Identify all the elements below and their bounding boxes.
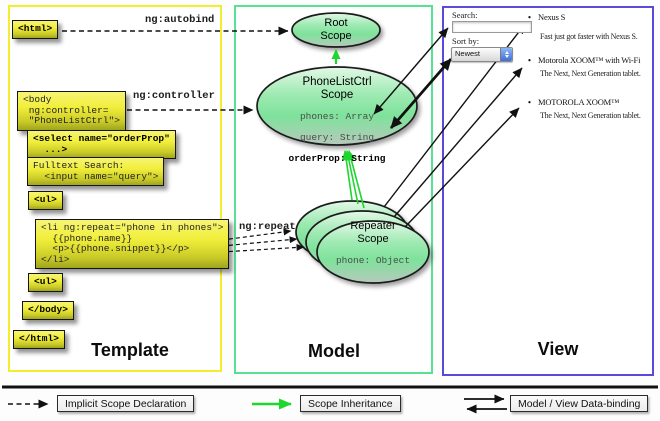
legend-divider	[2, 385, 658, 389]
attr-query: query: String	[299, 131, 375, 143]
attr-orderprop: orderProp: String	[288, 152, 386, 164]
list-item-title: •MOTOROLA XOOM™	[528, 97, 620, 107]
phonelistctrl-scope-attrs: phones: Array query: String orderProp: S…	[257, 101, 417, 175]
root-scope-title: Root Scope	[320, 17, 352, 42]
sort-by-selected-value: Newest	[455, 49, 481, 58]
model-panel-label: Model	[308, 341, 360, 361]
legend-scope-inheritance: Scope Inheritance	[300, 395, 401, 412]
list-item-desc: Fast just got faster with Nexus S.	[540, 32, 638, 41]
view-panel-label: View	[537, 339, 579, 359]
ng-controller-label: ng:controller	[133, 90, 215, 102]
attr-phones: phones: Array	[299, 110, 375, 122]
code-box-html-close: </html>	[13, 330, 65, 349]
list-item-title: •Nexus S	[528, 12, 566, 22]
template-panel-label: Template	[91, 340, 169, 360]
code-box-html-open: <html>	[12, 20, 59, 39]
list-item-title: •Motorola XOOM™ with Wi-Fi	[528, 55, 641, 65]
bullet-icon: •	[528, 12, 531, 22]
search-label: Search:	[452, 10, 478, 20]
model-panel	[234, 5, 433, 374]
sort-by-label: Sort by:	[452, 36, 480, 46]
bullet-icon: •	[528, 55, 531, 65]
code-box-body-open: <body ng:controller= "PhoneListCtrl">	[17, 91, 126, 131]
ng-repeat-label: ng:repeat	[239, 221, 296, 233]
repeater-scope-title: Repeater Scope	[350, 220, 396, 245]
code-box-ul-second: <ul>	[28, 273, 63, 292]
code-box-ul-open: <ul>	[28, 191, 63, 210]
code-box-select: <select name="orderProp" ...>	[27, 130, 176, 159]
sort-by-select[interactable]: Newest	[451, 47, 513, 62]
select-stepper-icon	[500, 48, 512, 61]
ng-autobind-label: ng:autobind	[145, 14, 215, 26]
list-item-desc: The Next, Next Generation tablet.	[540, 111, 641, 120]
list-item-desc: The Next, Next Generation tablet.	[540, 69, 641, 78]
bullet-icon: •	[528, 97, 531, 107]
search-input[interactable]	[452, 21, 532, 33]
repeater-scope-attr: phone: Object	[335, 255, 411, 266]
phonelistctrl-scope-title: PhoneListCtrl Scope	[302, 76, 372, 101]
legend-model-view-data-binding: Model / View Data-binding	[510, 395, 649, 412]
code-box-li-repeat: <li ng:repeat="phone in phones"> {{phone…	[35, 219, 230, 269]
code-box-fulltext-search: Fulltext Search: <input name="query">	[27, 157, 165, 186]
legend-implicit-scope-declaration: Implicit Scope Declaration	[57, 395, 195, 412]
code-box-body-close: </body>	[22, 301, 74, 320]
